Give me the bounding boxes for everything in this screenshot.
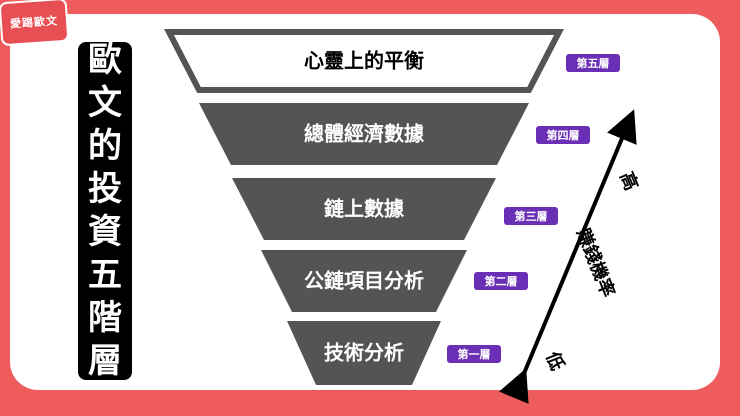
funnel-layer-3	[232, 178, 496, 240]
probability-arrow	[499, 109, 637, 404]
layer-badge-text-5: 第五層	[577, 56, 610, 70]
probability-axis: 高 低 賺錢機率	[499, 109, 643, 404]
layer-badge-text-4: 第四層	[547, 128, 580, 142]
vertical-title: 歐文的投資五階層	[78, 40, 132, 381]
title-char: 五	[88, 255, 122, 295]
layer-label-2: 公鏈項目分析	[304, 269, 424, 293]
layer-badge-text-1: 第一層	[458, 347, 491, 361]
layer-label-4: 總體經濟數據	[304, 122, 425, 146]
funnel-layer-1	[287, 321, 441, 385]
layer-label-3: 鏈上數據	[324, 197, 405, 221]
axis-label: 賺錢機率	[572, 225, 619, 300]
title-char: 文	[88, 83, 122, 123]
title-char: 層	[88, 341, 122, 381]
layer-label-5: 心靈上的平衡	[304, 49, 424, 73]
title-char: 歐	[88, 40, 122, 80]
layer-badge-1	[447, 345, 501, 363]
title-char: 資	[88, 212, 122, 252]
funnel-layer-4	[199, 103, 529, 165]
layer-label-1: 技術分析	[324, 341, 404, 365]
axis-low-label: 低	[541, 348, 569, 374]
axis-high-label: 高	[615, 169, 642, 194]
funnel-layer-2	[261, 250, 467, 312]
title-char: 階	[88, 298, 122, 338]
title-char: 的	[88, 126, 122, 166]
layer-badge-5	[566, 54, 620, 72]
title-char: 投	[88, 169, 122, 209]
layer-badge-text-3: 第三層	[515, 209, 548, 223]
funnel-layer-5	[164, 29, 564, 93]
layer-badge-text-2: 第二層	[485, 274, 518, 288]
